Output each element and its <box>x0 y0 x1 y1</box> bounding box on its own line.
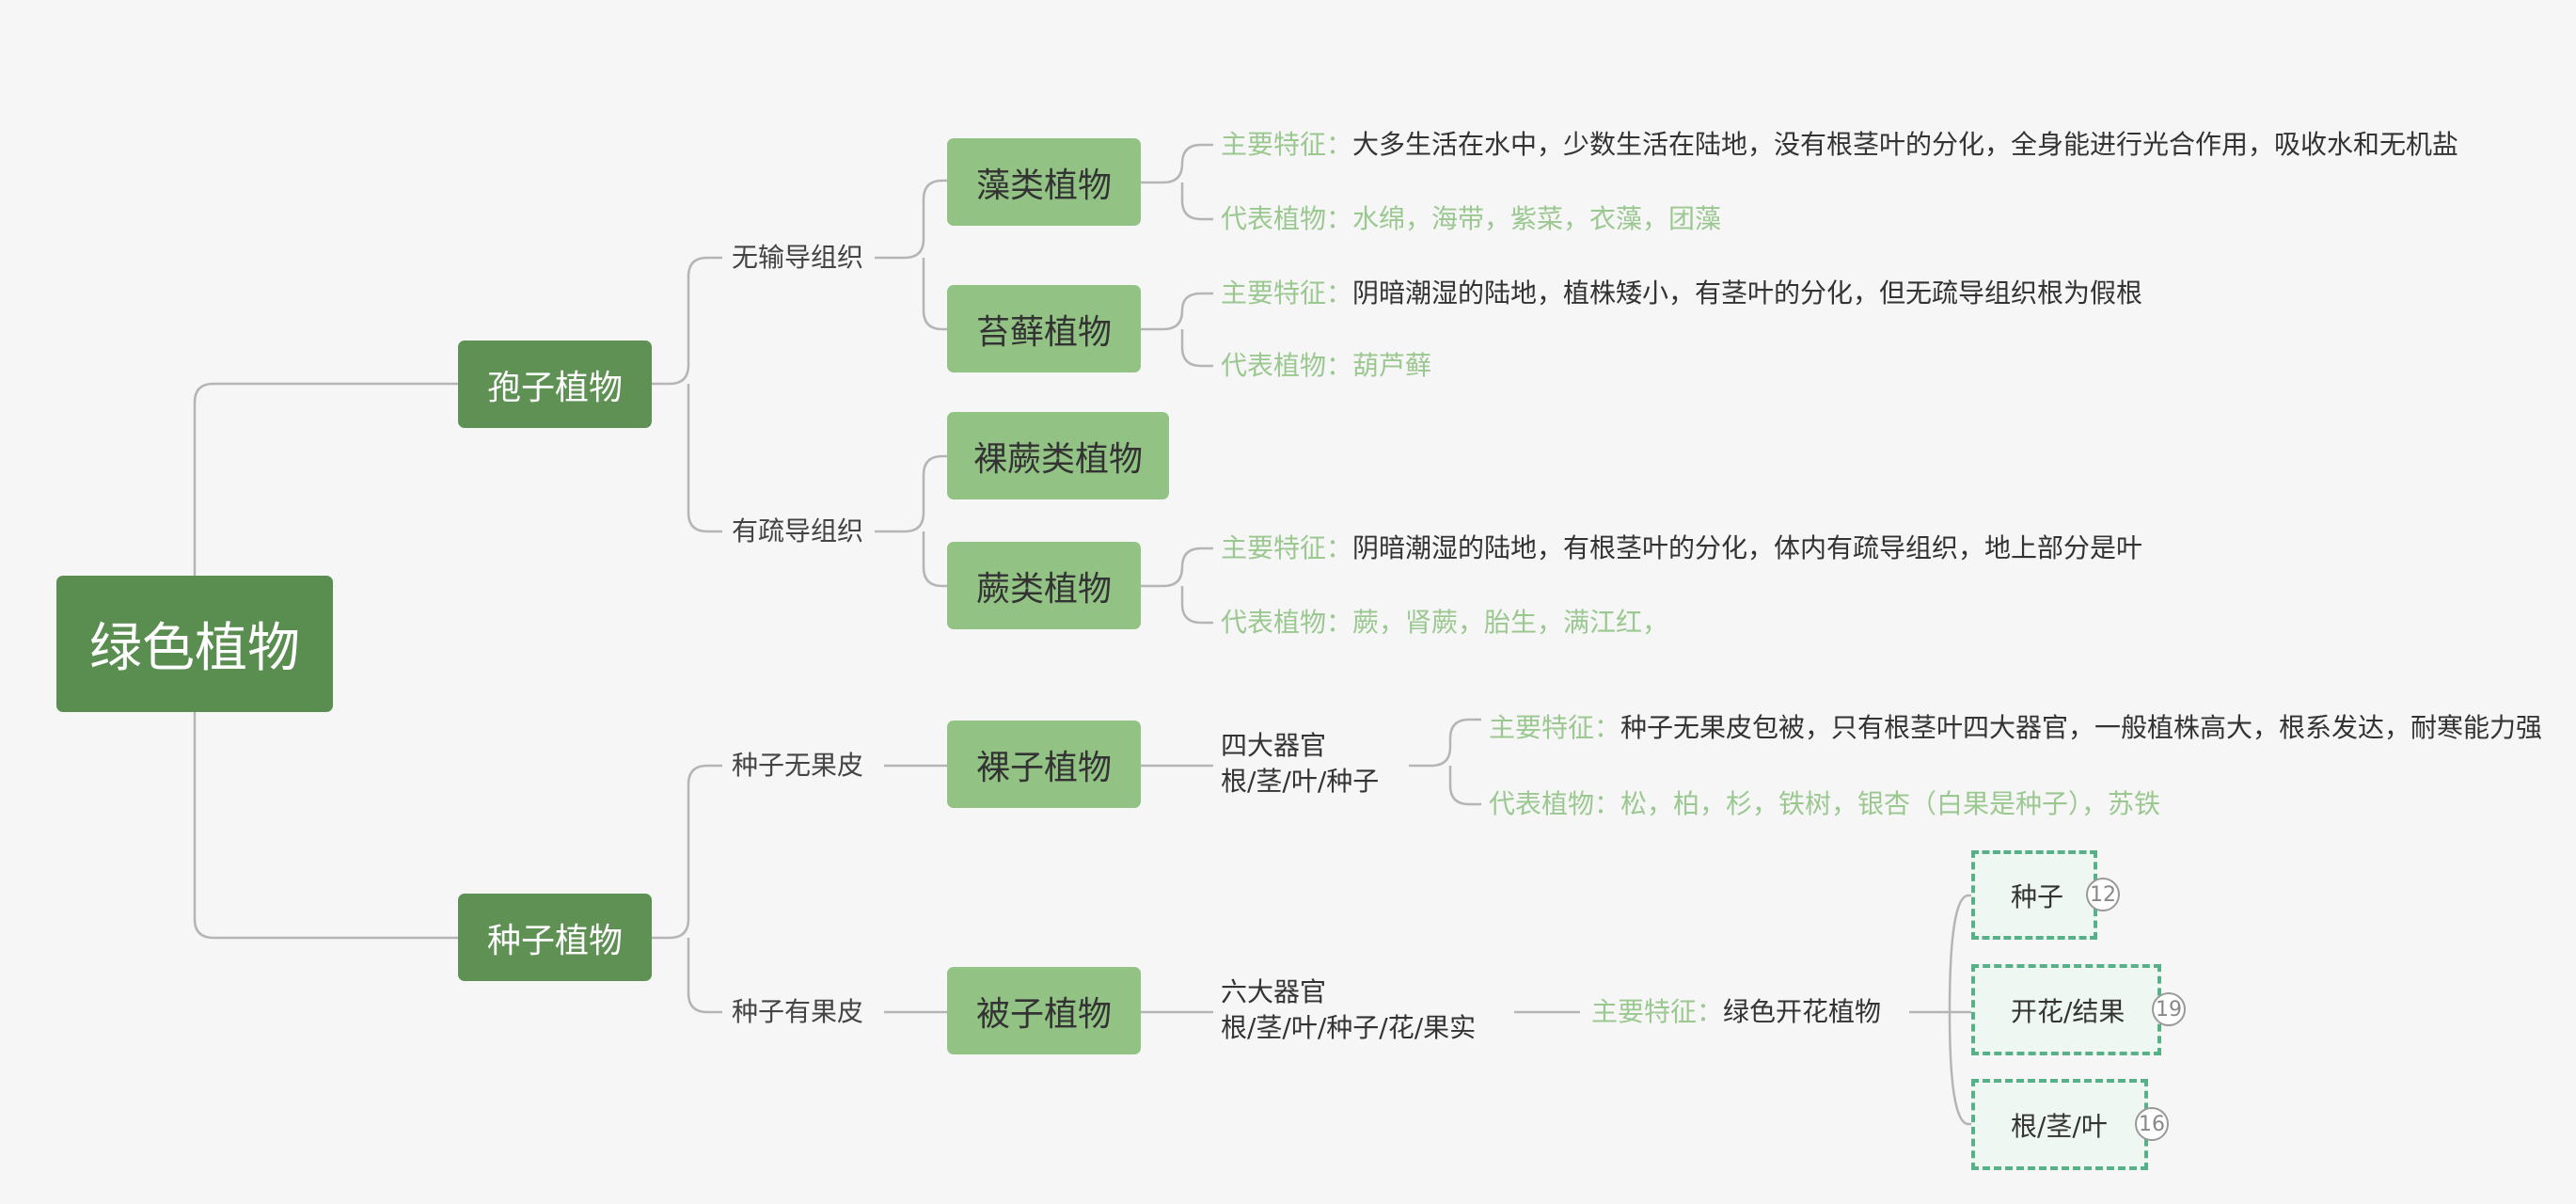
branch-has-conduct[interactable]: 有疏导组织 <box>732 515 864 547</box>
angiosperm-feature-key: 主要特征： <box>1591 996 1724 1027</box>
angiosperm-organs[interactable]: 六大器官 根/茎/叶/种子/花/果实 <box>1221 974 1476 1046</box>
algae-feature-key: 主要特征： <box>1221 129 1353 160</box>
algae-label: 藻类植物 <box>975 166 1112 205</box>
gymnosperm-rep-key: 代表植物： <box>1489 788 1621 819</box>
fern-node[interactable]: 蕨类植物 <box>947 542 1141 629</box>
angiosperm-label: 被子植物 <box>975 994 1112 1034</box>
spore-plants-label: 孢子植物 <box>486 368 623 407</box>
moss-rep-key: 代表植物： <box>1221 350 1353 381</box>
algae-node[interactable]: 藻类植物 <box>947 138 1141 226</box>
fern-label: 蕨类植物 <box>975 569 1112 609</box>
gymnosperm-feature[interactable]: 主要特征：种子无果皮包被，只有根茎叶四大器官，一般植株高大，根系发达，耐寒能力强 <box>1489 710 2542 746</box>
gymnosperm-feature-key: 主要特征： <box>1489 712 1621 743</box>
fern-feature[interactable]: 主要特征：阴暗潮湿的陆地，有根茎叶的分化，体内有疏导组织，地上部分是叶 <box>1221 531 2142 566</box>
angio-sub-seed[interactable]: 种子 <box>1971 850 2097 940</box>
fern-rep-value: 蕨，肾蕨，胎生，满江红， <box>1352 607 1669 638</box>
fern-rep-key: 代表植物： <box>1221 607 1353 638</box>
branch-no-conduct[interactable]: 无输导组织 <box>732 242 864 273</box>
algae-representatives[interactable]: 代表植物：水绵，海带，紫菜，衣藻，团藻 <box>1221 201 1721 237</box>
angio-sub-root-stem-leaf-badge[interactable]: 16 <box>2135 1107 2169 1141</box>
moss-feature-value: 阴暗潮湿的陆地，植株矮小，有茎叶的分化，但无疏导组织根为假根 <box>1352 277 2143 309</box>
moss-label: 苔藓植物 <box>975 312 1112 352</box>
fern-representatives[interactable]: 代表植物：蕨，肾蕨，胎生，满江红， <box>1221 605 1668 641</box>
algae-feature[interactable]: 主要特征：大多生活在水中，少数生活在陆地，没有根茎叶的分化，全身能进行光合作用，… <box>1221 127 2458 163</box>
algae-rep-key: 代表植物： <box>1221 203 1353 234</box>
moss-feature-key: 主要特征： <box>1221 277 1353 309</box>
angio-sub-flower-fruit-label: 开花/结果 <box>2011 995 2126 1027</box>
angiosperm-organs-title: 六大器官 <box>1221 976 1327 1007</box>
moss-node[interactable]: 苔藓植物 <box>947 285 1141 372</box>
angiosperm-feature[interactable]: 主要特征：绿色开花植物 <box>1591 994 1881 1030</box>
fern-feature-value: 阴暗潮湿的陆地，有根茎叶的分化，体内有疏导组织，地上部分是叶 <box>1352 532 2143 563</box>
moss-representatives[interactable]: 代表植物：葫芦藓 <box>1221 348 1431 384</box>
angio-sub-flower-fruit-badge[interactable]: 19 <box>2152 992 2186 1026</box>
algae-feature-value: 大多生活在水中，少数生活在陆地，没有根茎叶的分化，全身能进行光合作用，吸收水和无… <box>1352 129 2459 160</box>
fern-feature-key: 主要特征： <box>1221 532 1353 563</box>
angiosperm-organs-list: 根/茎/叶/种子/花/果实 <box>1221 1012 1477 1043</box>
branch-has-peel[interactable]: 种子有果皮 <box>732 996 864 1027</box>
root-node[interactable]: 绿色植物 <box>56 576 333 712</box>
gymnosperm-node[interactable]: 裸子植物 <box>947 721 1141 808</box>
angio-sub-seed-badge[interactable]: 12 <box>2086 878 2120 911</box>
angio-sub-root-stem-leaf[interactable]: 根/茎/叶 <box>1971 1079 2148 1170</box>
branch-no-peel[interactable]: 种子无果皮 <box>732 750 864 781</box>
gymnosperm-rep-value: 松，柏，杉，铁树，银杏（白果是种子），苏铁 <box>1620 788 2161 819</box>
angiosperm-feature-value: 绿色开花植物 <box>1723 996 1882 1027</box>
gymnosperm-organs[interactable]: 四大器官 根/茎/叶/种子 <box>1221 728 1379 800</box>
gymnosperm-representatives[interactable]: 代表植物：松，柏，杉，铁树，银杏（白果是种子），苏铁 <box>1489 786 2160 822</box>
angio-sub-seed-label: 种子 <box>2011 880 2064 912</box>
spore-plants-node[interactable]: 孢子植物 <box>458 341 652 428</box>
root-label: 绿色植物 <box>89 618 300 679</box>
angiosperm-node[interactable]: 被子植物 <box>947 967 1141 1054</box>
seed-plants-node[interactable]: 种子植物 <box>458 894 652 981</box>
gymnosperm-label: 裸子植物 <box>975 748 1112 787</box>
seed-plants-label: 种子植物 <box>486 921 623 960</box>
gymnosperm-feature-value: 种子无果皮包被，只有根茎叶四大器官，一般植株高大，根系发达，耐寒能力强 <box>1620 712 2543 743</box>
gymnosperm-organs-list: 根/茎/叶/种子 <box>1221 766 1380 797</box>
angio-sub-root-stem-leaf-label: 根/茎/叶 <box>2011 1110 2108 1142</box>
psilophyte-label: 裸蕨类植物 <box>972 439 1143 479</box>
psilophyte-node[interactable]: 裸蕨类植物 <box>947 412 1169 499</box>
moss-rep-value: 葫芦藓 <box>1352 350 1432 381</box>
angio-sub-flower-fruit[interactable]: 开花/结果 <box>1971 964 2161 1055</box>
gymnosperm-organs-title: 四大器官 <box>1221 730 1327 761</box>
moss-feature[interactable]: 主要特征：阴暗潮湿的陆地，植株矮小，有茎叶的分化，但无疏导组织根为假根 <box>1221 276 2142 311</box>
algae-rep-value: 水绵，海带，紫菜，衣藻，团藻 <box>1352 203 1722 234</box>
